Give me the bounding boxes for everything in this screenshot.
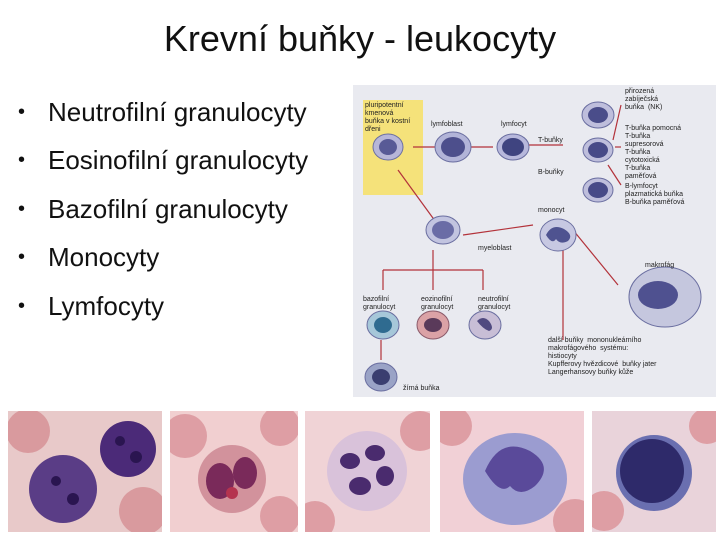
list-item-label: Bazofilní granulocyty <box>48 193 288 224</box>
neutrophil-micrograph-drawing <box>305 411 430 532</box>
t-cells-label: T-buňky <box>538 137 563 144</box>
monocyte-micrograph <box>440 411 584 532</box>
stem-cell-label: pluripotentní kmenová buňka v kostní dře… <box>365 102 411 133</box>
eosinophil-micrograph <box>170 411 298 532</box>
neutrophil-label: neutrofilní granulocyt <box>478 296 511 311</box>
diagram-drawing <box>363 100 702 392</box>
eosinophil-micrograph-drawing <box>170 411 298 532</box>
myeloblast-label: myeloblast <box>478 245 512 252</box>
eosinophil-label: eozinofilní granulocyt <box>421 296 454 311</box>
nk-cell-label: přirozená zabíječská buňka (NK) <box>625 88 663 111</box>
t-cell-types-label: T-buňka pomocná T-buňka supresorová T-bu… <box>625 125 682 180</box>
mononuclear-system-note: další buňky mononukleárního makrofágovéh… <box>548 337 657 376</box>
list-item: •Eosinofilní granulocyty <box>18 145 309 176</box>
leukocyte-list: •Neutrofilní granulocyty •Eosinofilní gr… <box>18 88 308 331</box>
lymphocyte-micrograph-drawing <box>592 411 716 531</box>
lymphocyte-micrograph <box>592 411 716 532</box>
b-cell-types-label: B-lymfocyt plazmatická buňka B-buňka pam… <box>625 183 685 206</box>
basophil-micrograph <box>8 411 162 532</box>
basophil-label: bazofilní granulocyt <box>363 296 396 311</box>
basophil-micrograph-drawing <box>8 411 162 532</box>
mast-cell-label: žírná buňka <box>403 385 440 392</box>
list-item-label: Monocyty <box>48 242 160 273</box>
list-item-label: Eosinofilní granulocyty <box>48 145 309 176</box>
list-item-label: Lymfocyty <box>48 290 165 321</box>
list-item: •Neutrofilní granulocyty <box>18 96 307 127</box>
lymphocyte-label: lymfocyt <box>501 121 527 128</box>
monocyte-micrograph-drawing <box>440 411 584 532</box>
list-item: •Monocyty <box>18 242 160 273</box>
b-cells-label: B-buňky <box>538 169 564 176</box>
lymphoblast-label: lymfoblast <box>431 121 463 128</box>
hematopoiesis-diagram: pluripotentní kmenová buňka v kostní dře… <box>353 85 716 397</box>
list-item: •Bazofilní granulocyty <box>18 193 288 224</box>
neutrophil-micrograph <box>305 411 430 532</box>
macrophage-label: makrofág <box>645 262 675 269</box>
slide-title: Krevní buňky - leukocyty <box>163 18 557 59</box>
monocyte-label: monocyt <box>538 207 565 214</box>
list-item-label: Neutrofilní granulocyty <box>48 96 307 127</box>
list-item: •Lymfocyty <box>18 290 165 321</box>
